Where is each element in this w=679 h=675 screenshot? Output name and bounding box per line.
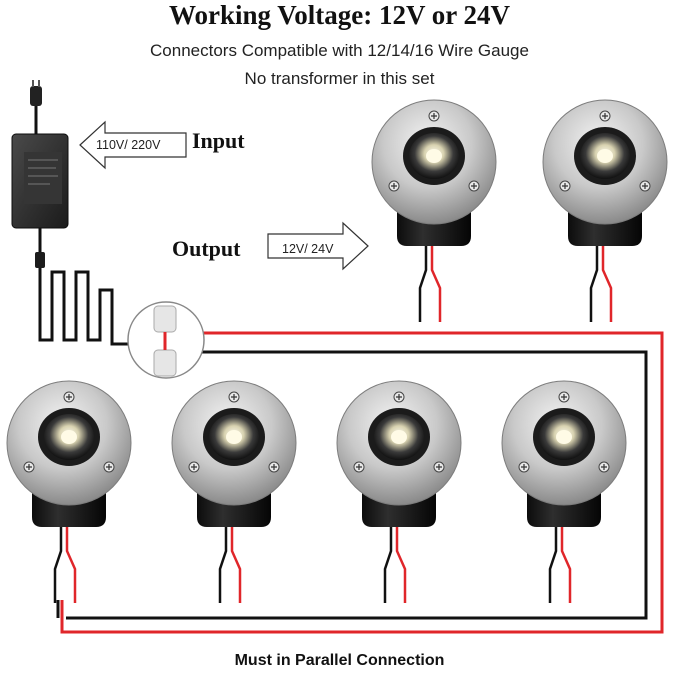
input-label: Input [192, 128, 245, 153]
inground-light-icon [335, 379, 463, 605]
inground-light-icon [541, 98, 669, 324]
connector-compatibility-note: Connectors Compatible with 12/14/16 Wire… [150, 41, 529, 60]
output-voltage: 12V/ 24V [282, 242, 334, 256]
output-arrow [267, 221, 369, 271]
inground-light-icon [5, 379, 133, 605]
input-voltage: 110V/ 220V [96, 138, 161, 152]
inground-light-icon [370, 98, 498, 324]
page-title: Working Voltage: 12V or 24V [168, 0, 511, 30]
input-arrow [79, 120, 187, 170]
transformer-note: No transformer in this set [244, 69, 435, 88]
power-adapter-icon [11, 80, 165, 346]
parallel-connection-note: Must in Parallel Connection [234, 652, 445, 669]
output-label: Output [172, 236, 241, 261]
inground-light-icon [500, 379, 628, 605]
wire-connector-icon [127, 301, 205, 379]
inground-light-icon [170, 379, 298, 605]
